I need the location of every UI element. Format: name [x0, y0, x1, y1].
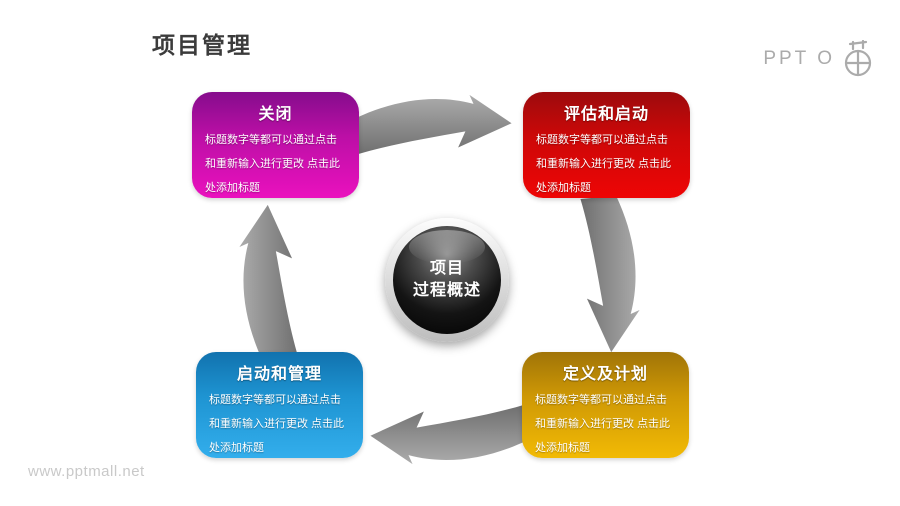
process-box-evaluate-and-start[interactable]: 评估和启动 标题数字等都可以通过点击 和重新输入进行更改 点击此 处添加标题 — [523, 92, 690, 198]
cycle-arrow-top — [355, 94, 512, 155]
body-line: 标题数字等都可以通过点击 — [209, 394, 341, 406]
sphere-title-line1: 项目 — [429, 260, 464, 277]
center-sphere-face: 项目 过程概述 — [393, 226, 501, 334]
process-box-close[interactable]: 关闭 标题数字等都可以通过点击 和重新输入进行更改 点击此 处添加标题 — [192, 92, 359, 198]
body-line: 处添加标题 — [209, 442, 264, 454]
body-line: 处添加标题 — [205, 182, 260, 194]
process-box-body: 标题数字等都可以通过点击 和重新输入进行更改 点击此 处添加标题 — [523, 128, 690, 200]
watermark: www.pptmall.net — [28, 463, 145, 480]
process-box-body: 标题数字等都可以通过点击 和重新输入进行更改 点击此 处添加标题 — [196, 388, 363, 460]
body-line: 和重新输入进行更改 点击此 — [205, 158, 341, 170]
body-line: 标题数字等都可以通过点击 — [535, 394, 667, 406]
center-sphere[interactable]: 项目 过程概述 — [385, 218, 509, 342]
page-title: 项目管理 — [152, 32, 252, 58]
process-box-title: 启动和管理 — [236, 366, 322, 383]
process-box-body: 标题数字等都可以通过点击 和重新输入进行更改 点击此 处添加标题 — [192, 128, 359, 200]
sphere-title-line2: 过程概述 — [412, 282, 481, 299]
body-line: 和重新输入进行更改 点击此 — [535, 418, 671, 430]
body-line: 处添加标题 — [536, 182, 591, 194]
process-box-title: 定义及计划 — [562, 366, 648, 383]
logo: PPT O — [763, 40, 876, 78]
body-line: 处添加标题 — [535, 442, 590, 454]
process-box-title: 评估和启动 — [563, 106, 649, 123]
cycle-arrow-left — [239, 204, 299, 362]
compass-circle-icon — [844, 40, 872, 77]
cycle-arrow-right — [580, 195, 640, 353]
cycle-arrow-bottom — [370, 404, 527, 465]
body-line: 标题数字等都可以通过点击 — [536, 134, 668, 146]
process-box-body: 标题数字等都可以通过点击 和重新输入进行更改 点击此 处添加标题 — [522, 388, 689, 460]
logo-text: PPT O — [763, 48, 835, 69]
process-box-title: 关闭 — [258, 106, 293, 123]
body-line: 和重新输入进行更改 点击此 — [536, 158, 672, 170]
body-line: 和重新输入进行更改 点击此 — [209, 418, 345, 430]
body-line: 标题数字等都可以通过点击 — [205, 134, 337, 146]
process-box-define-and-plan[interactable]: 定义及计划 标题数字等都可以通过点击 和重新输入进行更改 点击此 处添加标题 — [522, 352, 689, 458]
process-box-start-and-manage[interactable]: 启动和管理 标题数字等都可以通过点击 和重新输入进行更改 点击此 处添加标题 — [196, 352, 363, 458]
